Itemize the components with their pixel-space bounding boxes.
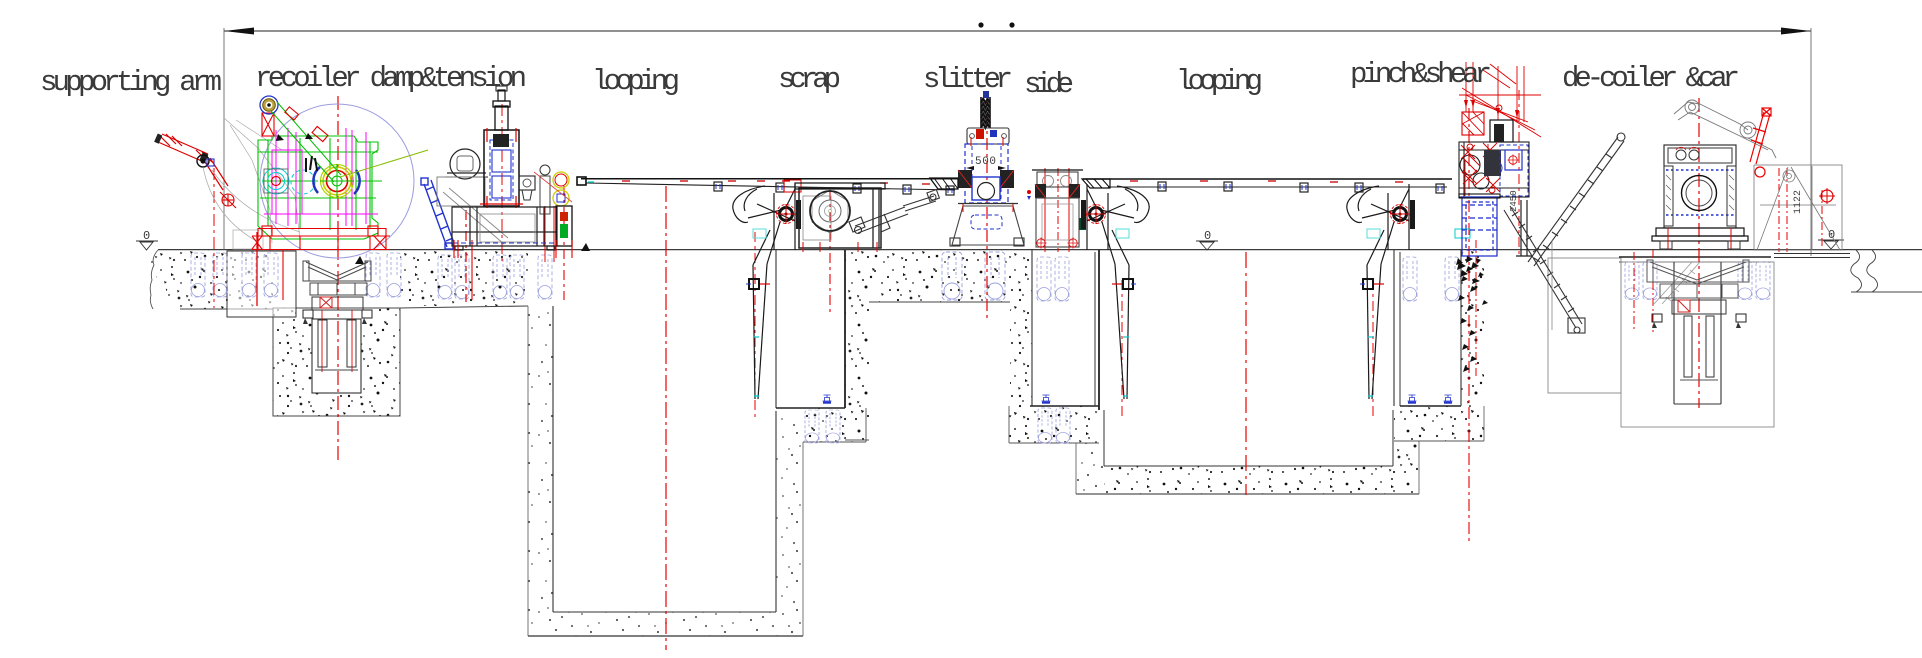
svg-text:looping: looping bbox=[1176, 65, 1263, 98]
svg-text:0: 0 bbox=[1204, 229, 1211, 243]
svg-text:side: side bbox=[1024, 68, 1074, 101]
svg-text:1122: 1122 bbox=[1793, 190, 1804, 214]
svg-text:looping: looping bbox=[592, 65, 680, 98]
svg-text:recoiler damp&tension: recoiler damp&tension bbox=[255, 62, 527, 95]
svg-text:0: 0 bbox=[143, 229, 150, 243]
svg-text:2450: 2450 bbox=[1509, 190, 1519, 212]
svg-text:de-coiler &car: de-coiler &car bbox=[1562, 62, 1740, 95]
svg-text:supporting arm: supporting arm bbox=[40, 66, 222, 99]
svg-text:pinch&shear: pinch&shear bbox=[1350, 58, 1492, 91]
svg-text:scrap: scrap bbox=[778, 63, 841, 96]
svg-text:500: 500 bbox=[975, 156, 996, 168]
svg-text:slitter: slitter bbox=[923, 63, 1013, 96]
